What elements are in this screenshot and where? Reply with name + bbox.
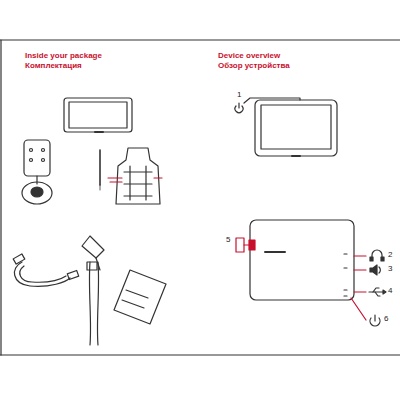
device-front	[244, 98, 337, 156]
car-holder	[108, 148, 162, 204]
speaker-icon	[370, 265, 380, 275]
device-back	[249, 220, 354, 300]
suction-mount	[22, 140, 52, 204]
callout-number: 4	[388, 287, 392, 296]
section-heading: Device overview	[218, 52, 280, 61]
power-icon	[370, 315, 380, 326]
car-charger	[82, 236, 104, 345]
section-heading: Обзор устройства	[218, 62, 290, 71]
callout-number: 1	[237, 91, 241, 100]
frame-line	[0, 39, 400, 40]
headphone-icon	[370, 250, 384, 261]
stylus	[99, 150, 100, 190]
frame-line	[0, 40, 1, 355]
callout-number: 5	[226, 236, 230, 245]
leader-lines	[351, 256, 366, 320]
section-heading: Inside your package	[25, 52, 102, 61]
usb-cable	[13, 254, 79, 286]
callout-number: 6	[384, 315, 388, 324]
section-heading: Комплектация	[25, 62, 82, 71]
card-slot-marker	[236, 238, 249, 252]
navigator-device	[64, 98, 132, 132]
power-icon	[235, 103, 243, 113]
user-manual	[114, 270, 166, 324]
callout-number: 3	[388, 265, 392, 274]
usb-icon	[369, 288, 386, 296]
callout-number: 2	[388, 251, 392, 260]
frame-line	[0, 354, 400, 355]
